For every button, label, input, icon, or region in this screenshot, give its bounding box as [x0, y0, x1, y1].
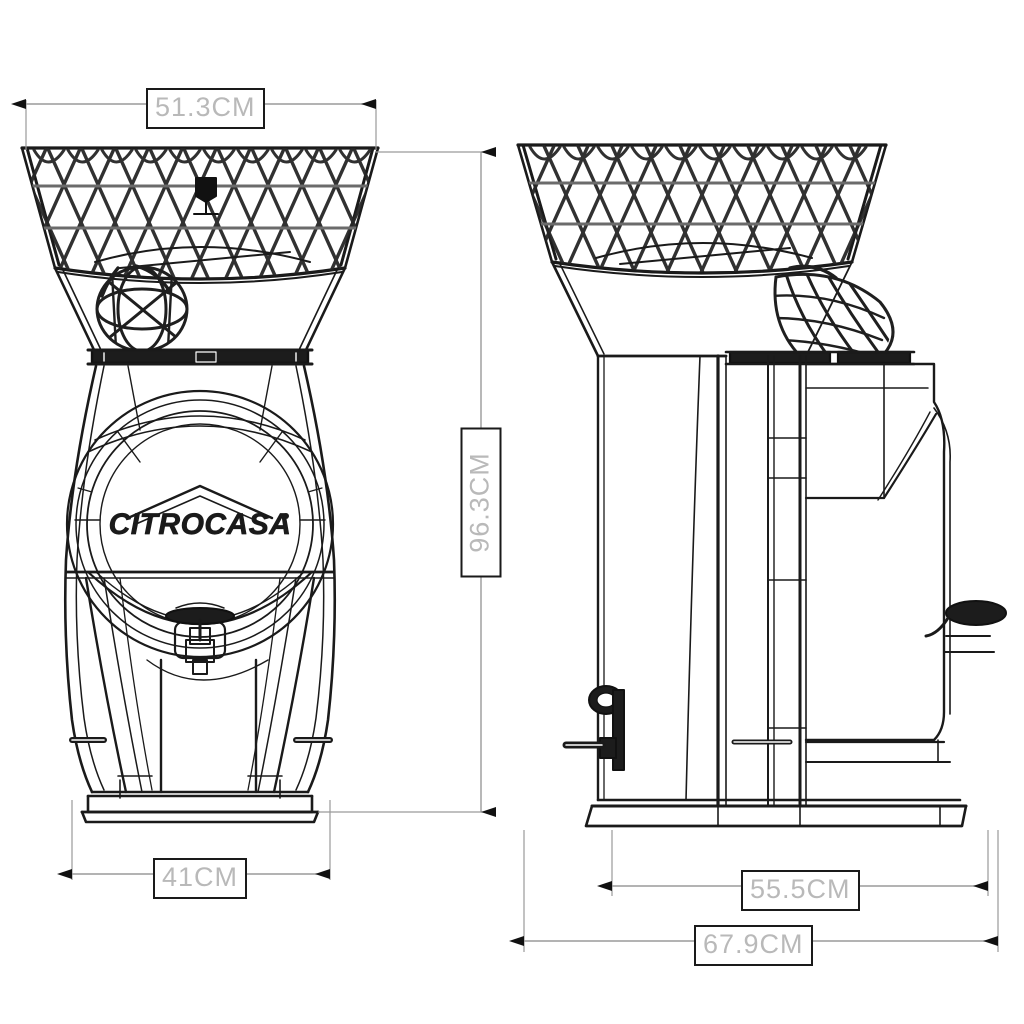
side-funnel [550, 260, 853, 358]
side-view [516, 143, 1007, 828]
side-handle-knob [924, 600, 1007, 657]
side-basket-inner-floor [595, 242, 813, 265]
logo-text: CITROCASA [109, 508, 292, 541]
dim-label-base-depth: 55.5CM [741, 870, 860, 911]
dim-label-base-width: 41CM [153, 858, 248, 899]
front-funnel [53, 266, 347, 354]
front-tap [165, 602, 235, 675]
front-basket-clip [193, 177, 219, 215]
dim-label-total-height: 96.3CM [460, 427, 502, 578]
side-rear-housing [804, 362, 951, 763]
side-body [596, 354, 807, 808]
dim-label-total-depth: 67.9CM [694, 925, 813, 966]
logo-roof [126, 484, 274, 525]
front-shoulder-lines [127, 365, 273, 431]
front-wire-ball [95, 264, 189, 353]
front-view: CITROCASA [20, 146, 380, 824]
front-legs [84, 576, 316, 799]
dim-label-basket-width: 51.3CM [146, 88, 265, 129]
side-base [584, 798, 968, 828]
front-body [63, 364, 337, 794]
front-base [80, 790, 320, 824]
front-basket-inner-floor [94, 246, 311, 269]
side-wire-ball [773, 264, 895, 360]
side-tap [562, 685, 625, 771]
front-top-deck [86, 348, 314, 366]
front-logo: CITROCASA [108, 484, 292, 541]
side-top-deck [724, 350, 916, 366]
side-basket-hoops [518, 181, 886, 226]
